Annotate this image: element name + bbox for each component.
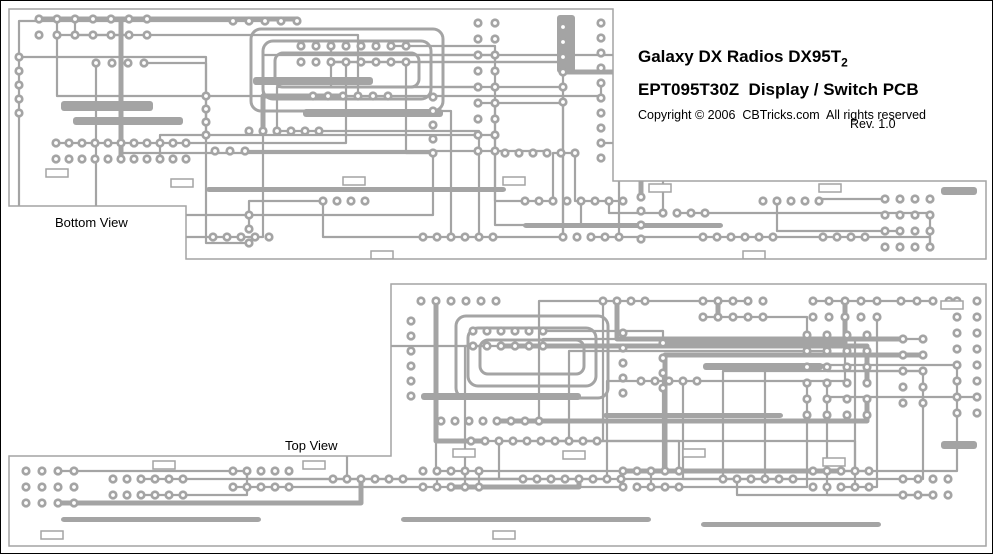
radio-model-title-subscript: 2 (841, 55, 848, 70)
revision-text: Rev. 1.0 (850, 117, 896, 131)
title-block: Galaxy DX Radios DX95T2 EPT095T30Z Displ… (638, 43, 926, 122)
pcb-model-title: EPT095T30Z Display / Switch PCB (638, 80, 919, 100)
top-view-label: Top View (285, 438, 338, 453)
radio-model-title-text: Galaxy DX Radios DX95T (638, 47, 842, 66)
bottom-view-label: Bottom View (55, 215, 128, 230)
copyright-text: Copyright © 2006 CBTricks.com All rights… (638, 108, 927, 123)
radio-model-title: Galaxy DX Radios DX95T2 (638, 43, 926, 76)
